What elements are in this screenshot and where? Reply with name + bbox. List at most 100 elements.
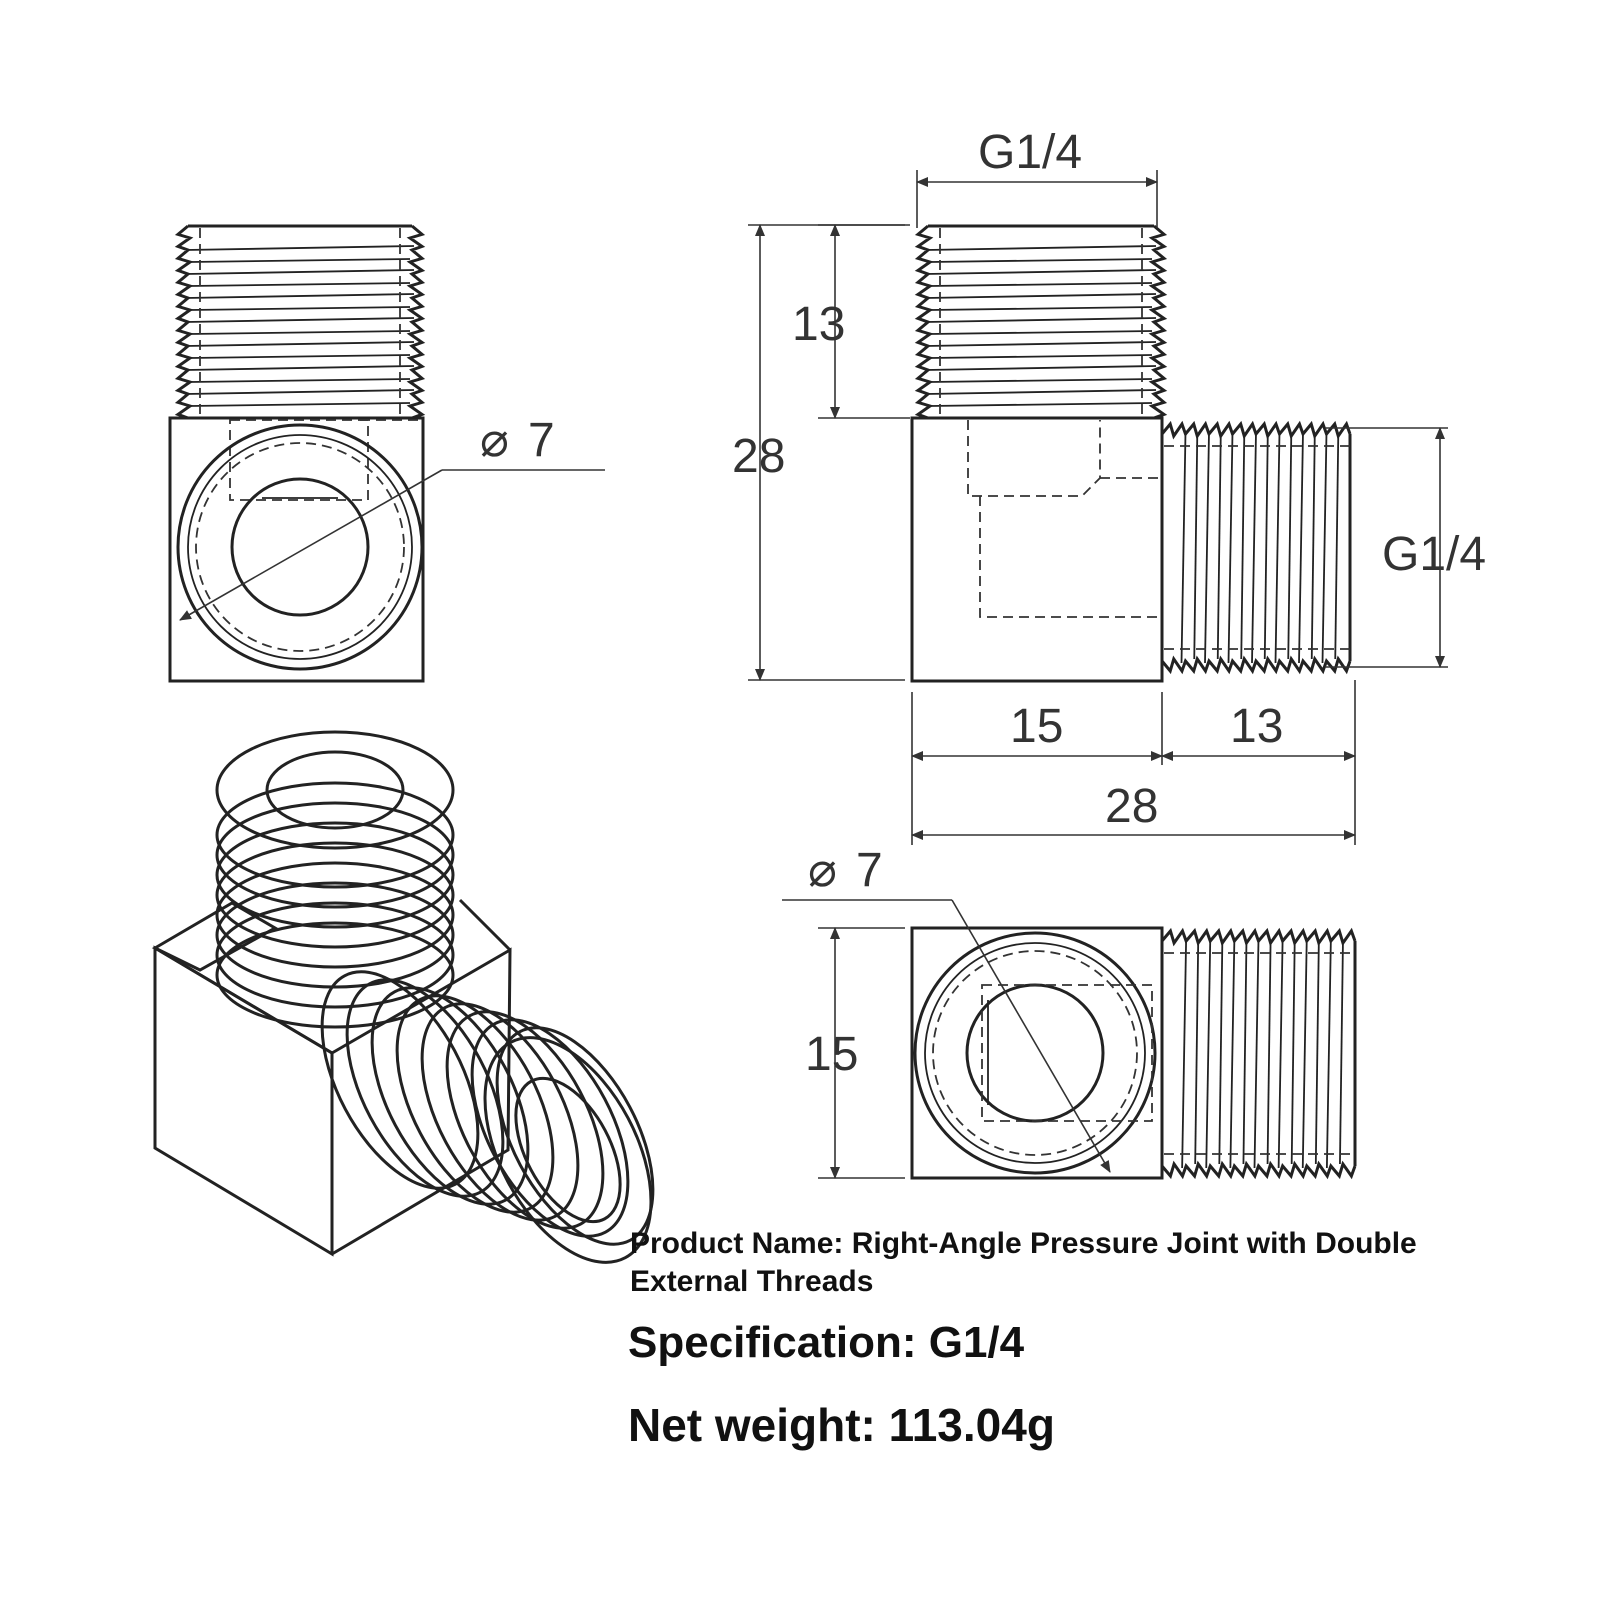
tl-bore-circle (230, 477, 370, 617)
thread-crest-line (1205, 938, 1212, 1169)
iso-side-thread (320, 970, 655, 1264)
thread-root-line (189, 282, 411, 287)
front-hidden-bore-side (979, 496, 1162, 618)
thread-root-line (189, 330, 411, 335)
front-hidden-bore-top (967, 420, 1101, 497)
thread-root-line (1218, 942, 1224, 1165)
net-weight: Net weight: 113.04g (628, 1399, 1055, 1451)
specification: Specification: G1/4 (628, 1318, 1025, 1367)
thread-crest-line (925, 245, 1157, 251)
iso-side-bore (514, 1076, 622, 1224)
iso-thread-ring (215, 901, 455, 1009)
dim-label-total-height: 28 (732, 430, 785, 483)
thread-crest-line (1301, 938, 1308, 1169)
dim-label-top-length: 13 (792, 298, 845, 351)
dim-label-body-width: 15 (1010, 700, 1063, 753)
iso-block-left-face (153, 945, 334, 1257)
iso-thread-ring (495, 1026, 655, 1246)
thread-crest-line (185, 269, 415, 275)
tl-hidden-ring (195, 442, 405, 652)
br-hidden-ring (932, 950, 1138, 1156)
iso-thread-ring (395, 994, 555, 1214)
tl-diameter-label: 7 (528, 414, 555, 467)
tl-diameter-leader (179, 469, 443, 621)
thread-root-line (189, 378, 411, 383)
thread-root-line (929, 354, 1153, 359)
iso-thread-ring (215, 841, 455, 949)
thread-root-line (929, 282, 1153, 287)
front-top-threads (914, 224, 1168, 420)
tl-outer-circle (176, 423, 424, 671)
thread-crest-line (185, 365, 415, 371)
thread-root-line (189, 306, 411, 311)
thread-crest-line (925, 341, 1157, 347)
br-diameter-symbol: ⌀ (808, 844, 837, 897)
thread-root-line (1310, 435, 1316, 660)
thread-crest-line (1325, 938, 1332, 1169)
thread-crest-line (185, 341, 415, 347)
product-name: Product Name: Right-Angle Pressure Joint… (630, 1227, 1417, 1298)
thread-root-line (1266, 942, 1272, 1165)
iso-thread-ring (420, 1002, 580, 1222)
thread-root-line (189, 258, 411, 263)
thread-profile-bottom (1160, 655, 1352, 675)
iso-block-edge-top (458, 898, 512, 952)
thread-crest-line (1181, 938, 1188, 1169)
top-left-view: ⌀ 7 (168, 224, 605, 683)
thread-root-line (1314, 942, 1320, 1165)
iso-thread-ring (215, 821, 455, 929)
bottom-right-view: ⌀ 7 15 (782, 844, 1357, 1180)
front-view: G1/4 13 28 G1/4 15 13 28 (732, 126, 1486, 845)
thread-crest-line (1229, 938, 1236, 1169)
thread-root-line (1242, 942, 1248, 1165)
thread-crest-line (1227, 431, 1234, 664)
thread-crest-line (925, 389, 1157, 395)
iso-thread-ring (215, 801, 455, 909)
br-hidden-bore (981, 984, 1153, 1122)
isometric-view (151, 730, 655, 1264)
br-diameter-label: 7 (856, 844, 883, 897)
iso-thread-ring (215, 781, 455, 889)
thread-profile-bottom (1160, 1160, 1357, 1180)
iso-thread-ring (215, 921, 455, 1029)
thread-root-line (1339, 942, 1344, 1165)
thread-profile-right (1148, 224, 1168, 420)
br-body (910, 926, 1164, 1180)
iso-thread-ring (215, 881, 455, 989)
br-threads (1160, 927, 1357, 1180)
tl-hidden-bore (229, 419, 369, 501)
front-side-threads (1160, 420, 1352, 675)
thread-crest-line (1251, 431, 1257, 664)
tl-diameter-symbol: ⌀ (480, 414, 509, 467)
thread-root-line (189, 354, 411, 359)
thread-crest-line (1321, 431, 1328, 664)
thread-crest-line (185, 245, 415, 251)
thread-root-line (1334, 435, 1340, 660)
thread-root-line (929, 258, 1153, 263)
front-body (910, 416, 1164, 683)
tl-inner-ring (187, 434, 413, 660)
tl-threads (174, 224, 426, 420)
thread-root-line (1240, 435, 1246, 660)
iso-thread-ring (215, 861, 455, 969)
thread-root-line (1263, 435, 1269, 660)
br-outer-circle (913, 931, 1157, 1175)
thread-profile-right (406, 224, 426, 420)
thread-crest-line (185, 389, 415, 395)
thread-root-line (929, 378, 1153, 383)
thread-crest-line (925, 365, 1157, 371)
iso-block-top (151, 901, 279, 972)
thread-crest-line (925, 269, 1157, 275)
iso-thread-ring (320, 970, 480, 1190)
thread-crest-line (1253, 938, 1260, 1169)
iso-block-edge (154, 946, 333, 1055)
br-diameter-leader (951, 899, 1111, 1173)
thread-crest-line (185, 293, 415, 299)
thread-crest-line (925, 293, 1157, 299)
iso-thread-ring (370, 986, 530, 1206)
thread-crest-line (1180, 431, 1187, 664)
tl-body (168, 416, 425, 683)
iso-thread-ring (345, 978, 505, 1198)
thread-root-line (929, 330, 1153, 335)
